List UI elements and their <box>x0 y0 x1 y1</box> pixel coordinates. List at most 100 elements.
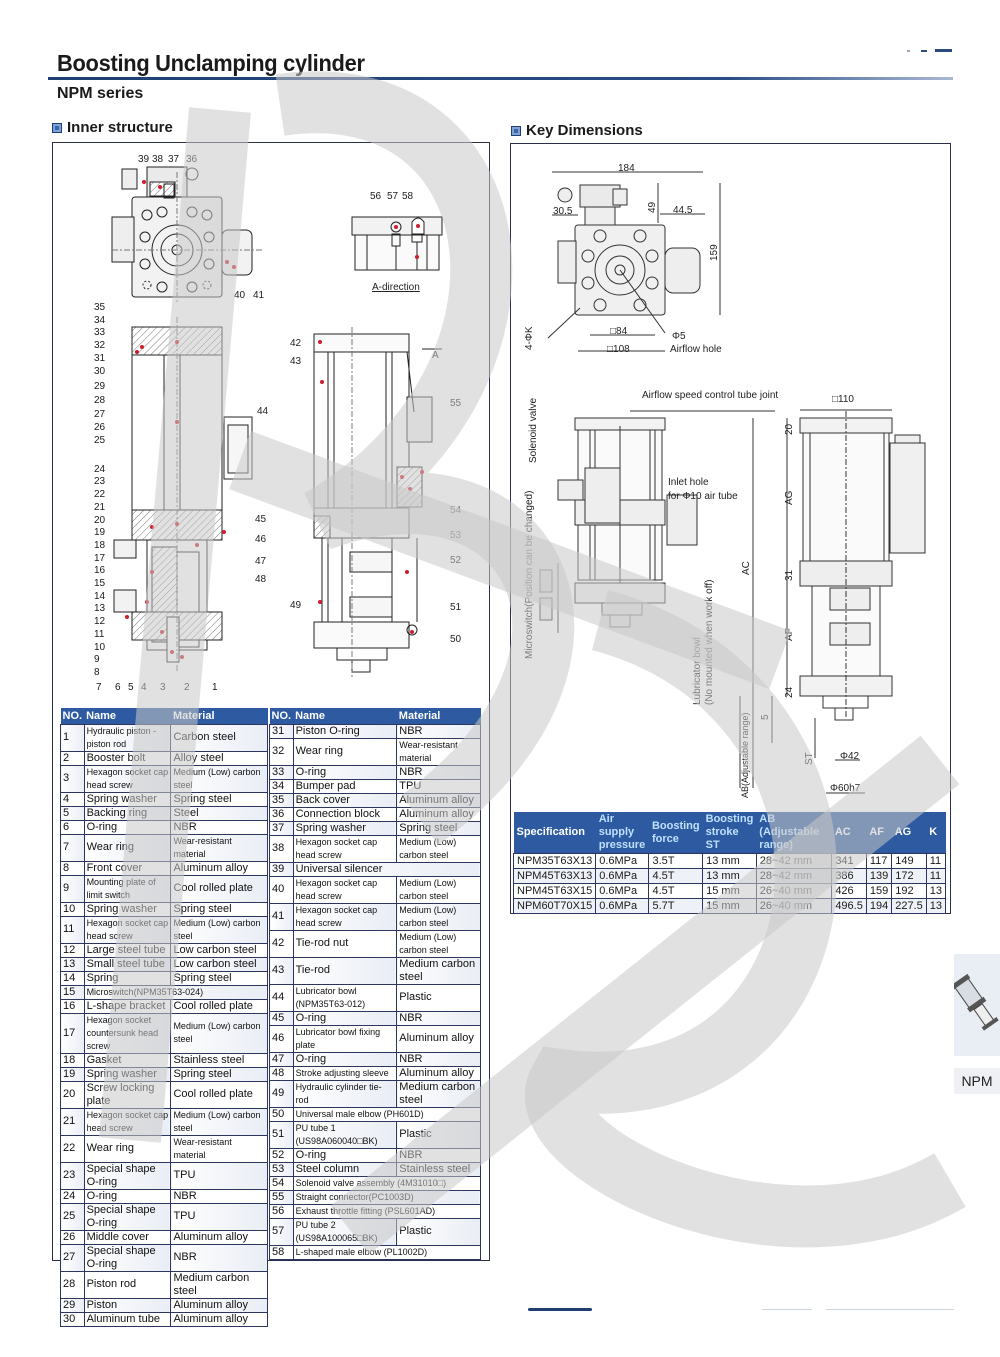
square-bullet-icon <box>511 125 521 136</box>
col-header-k: K <box>926 812 946 854</box>
svg-text:56: 56 <box>370 191 382 202</box>
cell-material: Stainless steel <box>170 1052 268 1068</box>
cell-no: 32 <box>269 737 294 766</box>
svg-text:Φ5: Φ5 <box>672 331 686 342</box>
cell-material: Medium carbon steel <box>396 1079 481 1108</box>
cell-name: Lubricator bowl fixing plate <box>292 1024 398 1053</box>
corner-marks <box>905 48 953 54</box>
svg-text:24: 24 <box>784 686 795 698</box>
side-tab-npm[interactable]: NPM <box>954 1068 1000 1094</box>
product-thumbnail[interactable] <box>951 954 1000 1056</box>
cell: 149 <box>891 853 927 869</box>
cell-name: Spring washer <box>292 820 398 836</box>
key-dimensions-drawing: 184 30.5 44.5 49 159 □84 □108 Φ5 Airflow… <box>524 163 926 798</box>
cell: 26~40 mm <box>755 883 833 899</box>
col-header-ac: AC <box>831 812 867 854</box>
cell-no: 26 <box>60 1229 85 1245</box>
col-header-specification: Specification <box>513 812 596 854</box>
cell-name: Hexagon socket cap head screw <box>292 875 398 904</box>
cell-name: O-ring <box>292 1010 398 1026</box>
svg-text:42: 42 <box>290 338 302 349</box>
cell-name: Spring washer <box>83 1066 172 1082</box>
callout: 10 <box>94 641 106 653</box>
cell-material: Aluminum alloy <box>170 1311 268 1327</box>
svg-text:Airflow hole: Airflow hole <box>670 344 722 355</box>
svg-text:44.5: 44.5 <box>673 205 693 216</box>
cell: 0.6MPa <box>595 898 650 914</box>
svg-text:51: 51 <box>450 602 462 613</box>
svg-text:AG: AG <box>784 490 795 505</box>
cell-material: Alloy steel <box>170 750 268 766</box>
cell-material: Spring steel <box>170 791 268 807</box>
cell-material: Cool rolled plate <box>170 998 268 1014</box>
callout: 4 <box>141 682 147 693</box>
cell: 28~42 mm <box>755 853 833 869</box>
cell-name: Hexagon socket countersunk head screw <box>83 1012 172 1054</box>
callout: 3 <box>160 682 166 693</box>
square-bullet-icon <box>52 122 62 133</box>
cell-name: Hexagon socket cap head screw <box>83 764 172 793</box>
cell: 0.6MPa <box>595 883 650 899</box>
svg-text:55: 55 <box>450 398 462 409</box>
cell-material: Wear-resistant material <box>170 833 268 862</box>
cell-material: Medium (Low) carbon steel <box>396 929 481 958</box>
svg-text:(No mounted when work off): (No mounted when work off) <box>704 580 715 705</box>
cell-material: Spring steel <box>396 820 481 836</box>
cell-no: 46 <box>269 1024 294 1053</box>
cell-material: Cool rolled plate <box>170 874 268 903</box>
callout: 27 <box>94 408 106 420</box>
cell-name: Middle cover <box>83 1229 172 1245</box>
cell-name: Steel column <box>292 1161 398 1177</box>
cell-material: Stainless steel <box>396 1161 481 1177</box>
svg-text:AF: AF <box>784 628 795 641</box>
callout: 24 <box>94 463 106 475</box>
cell-name: O-ring <box>292 1051 398 1067</box>
svg-text:Microswitch(Position can be ch: Microswitch(Position can be changed) <box>524 491 535 659</box>
cell-no: 5 <box>60 805 85 821</box>
cell: NPM45T63X13 <box>512 868 597 884</box>
cell-name: Spring washer <box>83 901 172 917</box>
cell-no: 9 <box>60 874 85 903</box>
svg-text:52: 52 <box>450 555 462 566</box>
cell-material: Spring steel <box>170 901 268 917</box>
cell-material: Wear-resistant material <box>396 737 481 766</box>
svg-text:57: 57 <box>387 191 399 202</box>
svg-text:Lubricator bowl: Lubricator bowl <box>692 637 703 705</box>
cell-material: Low carbon steel <box>170 942 268 958</box>
callout: 35 <box>94 302 106 313</box>
cell-no: 28 <box>60 1270 85 1299</box>
svg-text:Φ60h7: Φ60h7 <box>830 783 861 794</box>
cell-no: 1 <box>60 723 85 752</box>
cell-material: Plastic <box>396 983 481 1012</box>
callout: 6 <box>115 682 121 693</box>
cell-name: Special shape O-ring <box>83 1202 172 1231</box>
cell-no: 33 <box>269 764 294 780</box>
section-heading-inner-structure: Inner structure <box>52 119 173 136</box>
cell-material: Medium (Low) carbon steel <box>396 875 481 904</box>
col-header-boosting-force: Boosting force <box>648 812 703 854</box>
cell: 0.6MPa <box>595 853 650 869</box>
cell-name: Wear ring <box>83 833 172 862</box>
svg-text:30.5: 30.5 <box>553 206 573 217</box>
cell-name: Straight connector(PC1003D) <box>292 1189 482 1205</box>
cell-no: 36 <box>269 806 294 822</box>
cell: 386 <box>831 868 867 884</box>
